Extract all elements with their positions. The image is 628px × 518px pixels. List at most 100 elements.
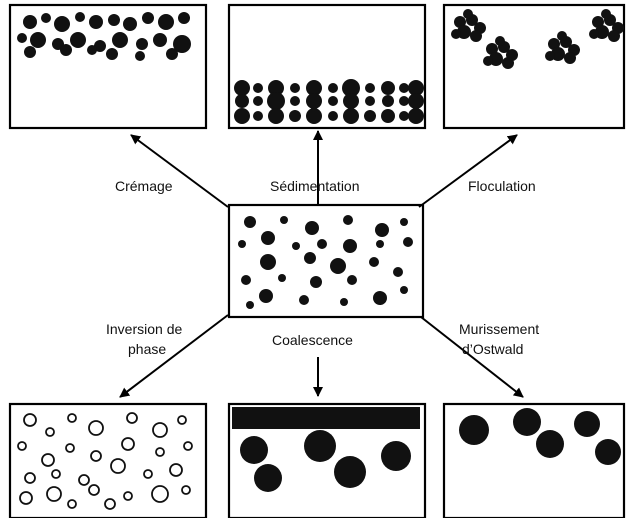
droplet	[306, 80, 322, 96]
droplet	[292, 242, 300, 250]
panel-center-emulsion	[227, 203, 425, 319]
ring-droplet	[123, 491, 133, 501]
droplet	[261, 231, 275, 245]
droplet	[178, 12, 190, 24]
droplet	[317, 239, 327, 249]
ring-droplet	[78, 474, 90, 486]
droplet	[328, 83, 338, 93]
droplet	[545, 51, 555, 61]
droplet	[260, 254, 276, 270]
droplet	[238, 240, 246, 248]
arrow-to-inversion	[119, 314, 229, 398]
droplet	[536, 430, 564, 458]
droplet	[364, 110, 376, 122]
droplet	[290, 96, 300, 106]
droplet	[254, 464, 282, 492]
droplet	[486, 43, 498, 55]
droplet	[463, 9, 473, 19]
ring-droplet	[24, 472, 36, 484]
droplet	[253, 96, 263, 106]
label-ostwald-line1: Murissement	[459, 321, 539, 337]
droplet	[557, 31, 567, 41]
droplet	[246, 301, 254, 309]
coalescence-drops	[240, 430, 411, 492]
ring-droplet	[121, 437, 135, 451]
droplet	[41, 13, 51, 23]
droplet	[75, 12, 85, 22]
droplet	[470, 30, 482, 42]
droplet	[108, 14, 120, 26]
droplet	[548, 38, 560, 50]
droplet	[304, 430, 336, 462]
label-inversion-line2: phase	[128, 341, 166, 357]
droplet	[381, 81, 395, 95]
droplet	[483, 56, 493, 66]
droplet	[340, 298, 348, 306]
ring-droplet	[90, 450, 102, 462]
label-floculation: Floculation	[468, 178, 536, 194]
label-coalescence: Coalescence	[272, 332, 353, 348]
droplet	[595, 439, 621, 465]
droplet	[592, 16, 604, 28]
ring-droplet	[46, 486, 62, 502]
droplet	[94, 40, 106, 52]
droplet	[235, 94, 249, 108]
droplet	[369, 257, 379, 267]
droplet	[330, 258, 346, 274]
droplet	[234, 80, 250, 96]
droplet	[299, 295, 309, 305]
droplet	[403, 237, 413, 247]
droplet	[400, 286, 408, 294]
ring-droplet	[181, 485, 191, 495]
droplet	[306, 108, 322, 124]
droplet	[306, 93, 322, 109]
droplet	[70, 32, 86, 48]
arrow-to-cremage	[130, 134, 229, 208]
droplet	[23, 15, 37, 29]
droplet	[328, 111, 338, 121]
droplet	[608, 30, 620, 42]
droplet	[30, 32, 46, 48]
droplet	[290, 83, 300, 93]
droplet	[347, 275, 357, 285]
droplet	[334, 456, 366, 488]
droplet	[564, 52, 576, 64]
droplet	[234, 108, 250, 124]
arrow-to-ostwald	[420, 316, 524, 398]
label-sedimentation: Sédimentation	[270, 178, 360, 194]
droplet	[502, 57, 514, 69]
droplet	[328, 96, 338, 106]
ring-droplet	[110, 458, 126, 474]
droplet	[106, 48, 118, 60]
droplet	[574, 411, 600, 437]
droplet	[112, 32, 128, 48]
ring-droplet	[126, 412, 138, 424]
droplet	[89, 15, 103, 29]
droplet	[267, 92, 285, 110]
ring-droplet	[19, 491, 33, 505]
droplet	[24, 46, 36, 58]
ring-droplet	[45, 427, 55, 437]
droplet	[17, 33, 27, 43]
droplet	[601, 9, 611, 19]
droplet	[259, 289, 273, 303]
label-cremage: Crémage	[115, 178, 173, 194]
ring-droplet	[67, 413, 77, 423]
arrow-to-floculation	[418, 134, 518, 208]
droplet	[310, 276, 322, 288]
ring-droplet	[152, 422, 168, 438]
ring-droplet	[143, 469, 153, 479]
droplet	[240, 436, 268, 464]
droplet	[589, 29, 599, 39]
droplet	[135, 51, 145, 61]
ring-droplet	[155, 447, 165, 457]
droplet	[381, 109, 395, 123]
droplet	[158, 14, 174, 30]
droplet	[408, 80, 424, 96]
droplet	[408, 93, 424, 109]
ring-droplet	[23, 413, 37, 427]
droplet	[451, 29, 461, 39]
ring-droplet	[177, 415, 187, 425]
droplet	[54, 16, 70, 32]
